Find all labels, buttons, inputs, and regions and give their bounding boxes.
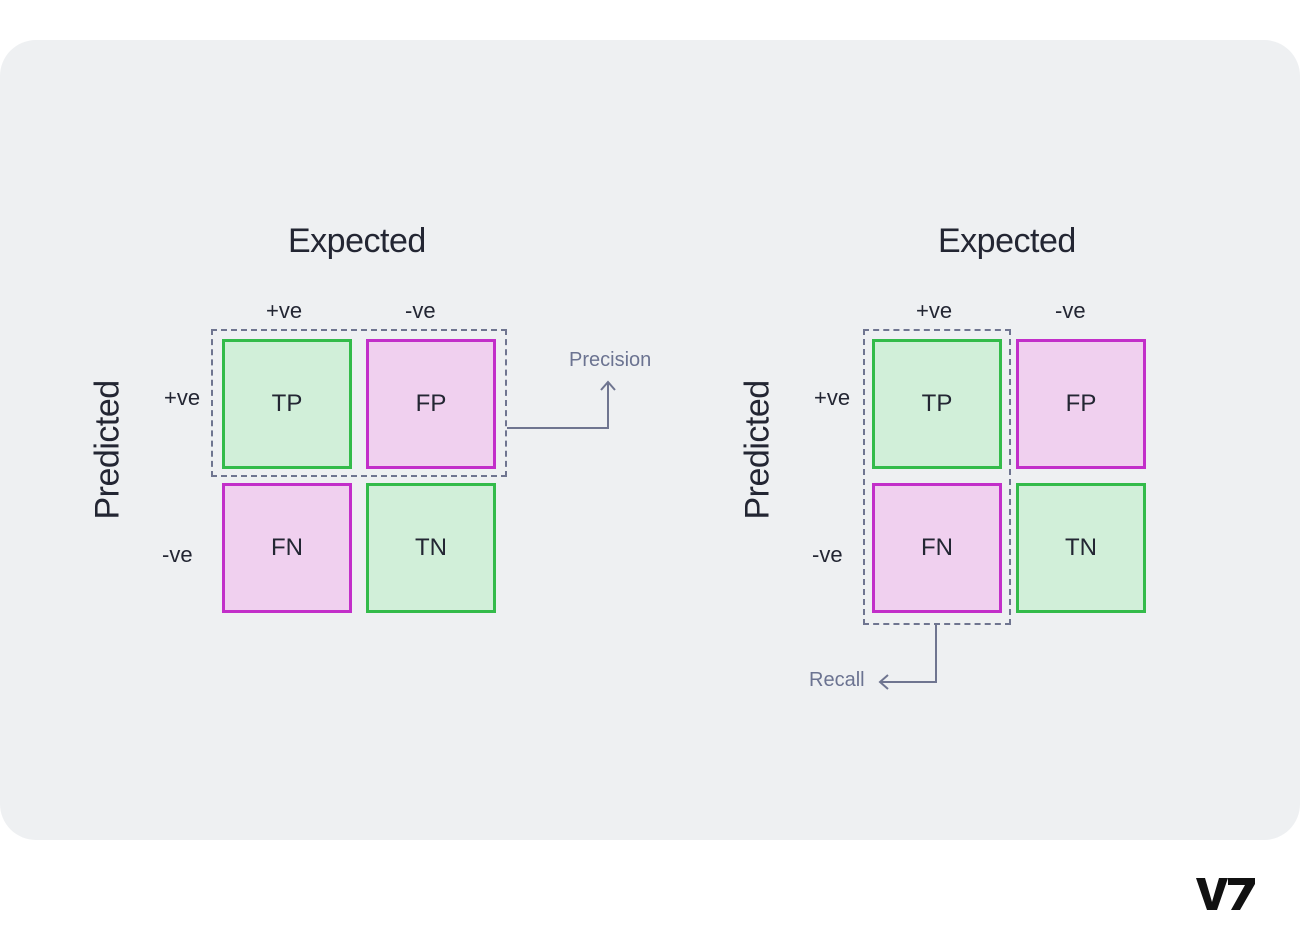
cell-tp-label: TP bbox=[921, 390, 953, 417]
expected-title: Expected bbox=[288, 222, 426, 260]
precision-highlight-box bbox=[211, 329, 507, 477]
cell-tn-label: TN bbox=[1065, 534, 1097, 561]
row-label-negative: -ve bbox=[812, 542, 843, 567]
cell-tp: TP bbox=[872, 339, 1002, 469]
cell-fn: FN bbox=[222, 483, 352, 613]
row-label-positive: +ve bbox=[814, 385, 851, 410]
cell-fp-label: FP bbox=[1065, 390, 1097, 417]
col-label-negative: -ve bbox=[1055, 298, 1086, 323]
precision-label: Precision bbox=[569, 349, 652, 371]
cell-tn: TN bbox=[366, 483, 496, 613]
recall-connector-arrow bbox=[878, 625, 937, 690]
diagram-panel: Expected Predicted +ve -ve +ve -ve TP FP… bbox=[0, 40, 1300, 840]
recall-matrix: Expected Predicted +ve -ve +ve -ve TP FP… bbox=[650, 40, 1300, 840]
expected-title: Expected bbox=[938, 222, 1076, 260]
precision-connector-arrow bbox=[507, 380, 616, 429]
cell-fn: FN bbox=[872, 483, 1002, 613]
cell-tn: TN bbox=[1016, 483, 1146, 613]
cell-fn-label: FN bbox=[921, 534, 953, 561]
cell-fp: FP bbox=[366, 339, 496, 469]
col-label-positive: +ve bbox=[916, 298, 953, 323]
cell-fp: FP bbox=[1016, 339, 1146, 469]
col-label-positive: +ve bbox=[266, 298, 303, 323]
row-label-positive: +ve bbox=[164, 385, 201, 410]
row-label-negative: -ve bbox=[162, 542, 193, 567]
cell-tn-label: TN bbox=[415, 534, 447, 561]
cell-tp-label: TP bbox=[271, 390, 303, 417]
recall-highlight-box bbox=[863, 329, 1011, 625]
recall-label: Recall bbox=[809, 669, 865, 691]
col-label-negative: -ve bbox=[405, 298, 436, 323]
precision-matrix: Expected Predicted +ve -ve +ve -ve TP FP… bbox=[0, 40, 652, 840]
cell-tp: TP bbox=[222, 339, 352, 469]
cell-fp-label: FP bbox=[415, 390, 447, 417]
cell-fn-label: FN bbox=[271, 534, 303, 561]
v7-logo bbox=[1196, 876, 1256, 917]
